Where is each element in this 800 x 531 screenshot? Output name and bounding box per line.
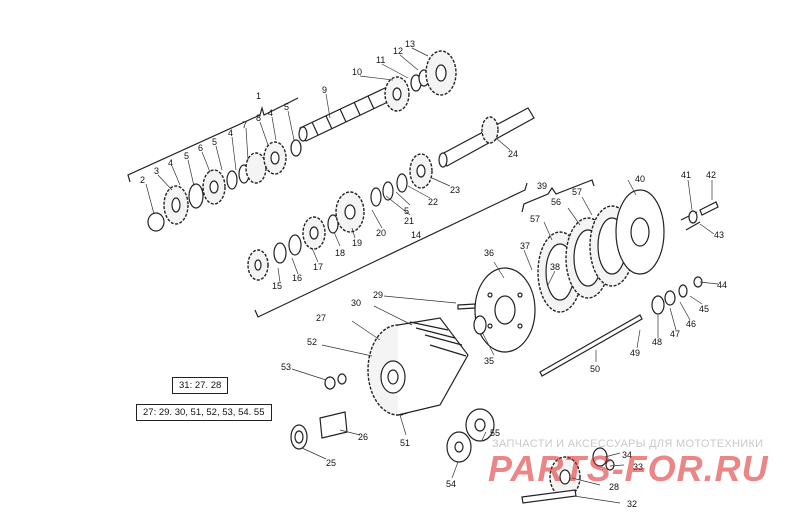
bracket-group-1 (127, 97, 299, 183)
part-label-22: 22 (428, 197, 438, 207)
part-label-47: 47 (670, 329, 680, 339)
counter-shaft (438, 107, 535, 168)
pressure-plate (615, 189, 719, 275)
part-label-40: 40 (635, 174, 645, 184)
part-label-50: 50 (590, 364, 600, 374)
part-label-46: 46 (686, 319, 696, 329)
part-label-4c: 4 (268, 108, 273, 118)
kit-box-27: 27: 29. 30, 51, 52, 53, 54. 55 (136, 404, 272, 421)
watermark-logo: PARTS-FOR.RU (488, 448, 769, 489)
part-label-45: 45 (699, 304, 709, 314)
leader-lines (145, 47, 719, 504)
part-label-4b: 4 (228, 128, 233, 138)
part-label-14: 14 (411, 230, 421, 240)
part-label-44: 44 (717, 280, 727, 290)
part-label-8: 8 (256, 113, 261, 123)
part-label-27: 27 (316, 313, 326, 323)
part-label-51: 51 (400, 438, 410, 448)
part-label-1: 1 (256, 91, 261, 101)
part-label-36: 36 (484, 248, 494, 258)
part-label-41: 41 (681, 170, 691, 180)
bracket-group-14 (254, 182, 528, 318)
part-label-23: 23 (450, 185, 460, 195)
part-label-38: 38 (550, 262, 560, 272)
part-label-35: 35 (484, 356, 494, 366)
part-label-30: 30 (351, 298, 361, 308)
watermark-tagline: ЗАПЧАСТИ И АКСЕССУАРЫ ДЛЯ МОТОТЕХНИКИ (492, 438, 764, 450)
part-number-labels: 1 2 3 4 5 6 5 4 7 8 4 5 9 10 11 12 13 14… (140, 39, 727, 509)
part-label-48: 48 (652, 337, 662, 347)
part-label-49: 49 (630, 348, 640, 358)
part-label-5d: 5 (404, 206, 409, 216)
part-label-43: 43 (714, 230, 724, 240)
part-label-26: 26 (358, 432, 368, 442)
part-label-18: 18 (335, 248, 345, 258)
clutch-plates (537, 205, 635, 313)
part-label-9: 9 (322, 85, 327, 95)
part-label-42: 42 (706, 170, 716, 180)
part-label-19: 19 (352, 238, 362, 248)
release-mechanism (539, 276, 703, 377)
part-label-55: 55 (490, 428, 500, 438)
part-label-37: 37 (520, 241, 530, 251)
part-label-57b: 57 (530, 214, 540, 224)
upper-gear-row (147, 50, 457, 232)
part-label-5c: 5 (284, 102, 289, 112)
part-label-7: 7 (242, 120, 247, 130)
part-label-11: 11 (376, 55, 385, 65)
part-label-25: 25 (326, 458, 336, 468)
clutch-basket (324, 317, 469, 416)
part-label-15: 15 (272, 281, 282, 291)
bracket-group-39 (521, 179, 595, 213)
part-label-24: 24 (508, 149, 518, 159)
part-label-39: 39 (537, 181, 547, 191)
part-label-20: 20 (376, 228, 386, 238)
part-label-2: 2 (140, 175, 145, 185)
part-label-3: 3 (154, 166, 159, 176)
part-label-56: 56 (551, 197, 561, 207)
part-label-34: 34 (622, 450, 632, 460)
part-label-32: 32 (627, 499, 637, 509)
part-label-12: 12 (393, 46, 403, 56)
kit-box-31: 31: 27. 28 (172, 377, 229, 394)
part-label-5a: 5 (184, 151, 189, 161)
part-label-5b: 5 (212, 137, 217, 147)
part-label-21: 21 (404, 216, 414, 226)
part-label-16: 16 (292, 273, 302, 283)
main-shaft (298, 87, 393, 142)
part-label-28: 28 (609, 482, 619, 492)
part-label-33: 33 (633, 462, 643, 472)
part-label-54: 54 (446, 479, 456, 489)
part-label-17: 17 (313, 262, 323, 272)
part-label-29: 29 (373, 290, 383, 300)
part-label-13: 13 (405, 39, 415, 49)
part-label-10: 10 (352, 67, 362, 77)
part-label-52: 52 (307, 337, 317, 347)
part-label-57a: 57 (572, 187, 582, 197)
lower-gear-row (247, 153, 433, 281)
part-label-53: 53 (281, 362, 291, 372)
part-label-6: 6 (198, 143, 203, 153)
part-label-4a: 4 (168, 158, 173, 168)
